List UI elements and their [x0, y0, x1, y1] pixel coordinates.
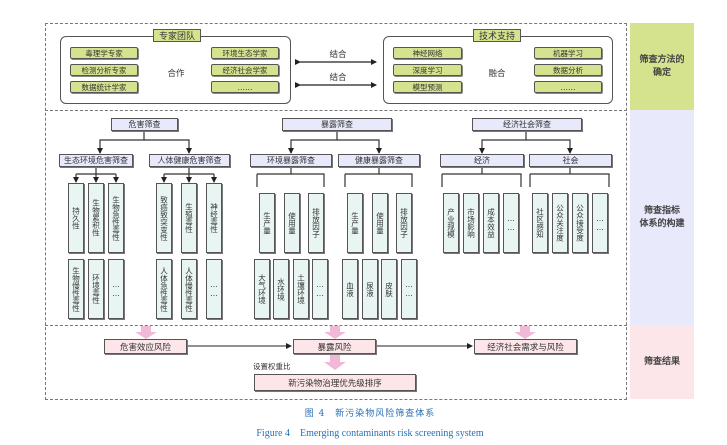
indicator-column: 排放因子 [308, 193, 324, 253]
indicator-column: 排放因子 [396, 193, 412, 253]
indicator-column: 血液 [342, 259, 358, 319]
indicator-column: 尿液 [362, 259, 378, 319]
exposure-screening-box: 暴露筛查 [282, 118, 392, 131]
indicator-column: …… [108, 259, 124, 319]
indicator-column: 生物累积性 [88, 183, 104, 253]
indicator-column: 生产量 [347, 193, 363, 253]
health-exposure-box: 健康暴露筛查 [338, 154, 420, 167]
indicator-column: …… [312, 259, 328, 319]
expert-team-title: 专家团队 [153, 29, 201, 42]
cooperate-label: 合作 [160, 67, 192, 79]
weight-label: 设置权重比 [253, 361, 291, 371]
combine-label: 结合 [329, 72, 347, 83]
indicator-column: 生产量 [259, 193, 275, 253]
indicator-column: 公众关注度 [552, 193, 568, 253]
env-exposure-box: 环境暴露筛查 [250, 154, 332, 167]
pink-arrow-hazard [135, 326, 157, 339]
society-box: 社会 [529, 154, 612, 167]
diagram-frame [45, 23, 627, 400]
tech-item: …… [534, 81, 602, 93]
pink-arrow-exposure [324, 326, 346, 339]
caption-en: Figure 4 Emerging contaminants risk scre… [256, 428, 484, 439]
exposure-risk-box: 暴露风险 [293, 339, 376, 354]
side-label-result: 筛查结果 [630, 325, 694, 399]
expert-item: 毒理学专家 [70, 47, 138, 59]
socio-risk-box: 经济社会需求与风险 [474, 339, 577, 354]
expert-item: 环境生态学家 [211, 47, 279, 59]
section-divider-2 [45, 325, 627, 326]
indicator-column: 神经毒性 [206, 183, 222, 253]
eco-hazard-box: 生态环境危害筛查 [59, 154, 133, 167]
indicator-column: …… [206, 259, 222, 319]
indicator-column: 市场影响 [463, 193, 479, 253]
hazard-screening-box: 危害筛查 [111, 118, 178, 131]
tech-support-title: 技术支持 [473, 29, 521, 42]
section-divider-1 [45, 110, 627, 111]
indicator-column: 环境毒性 [88, 259, 104, 319]
expert-item: …… [211, 81, 279, 93]
indicator-column: 生物急性毒性 [108, 183, 124, 253]
pink-arrow-priority [324, 354, 346, 370]
side-label-indicator: 筛查指标 体系的构建 [630, 110, 694, 325]
socio-screening-box: 经济社会筛查 [472, 118, 582, 131]
indicator-column: …… [503, 193, 519, 253]
side-label-method: 筛查方法的 确定 [630, 23, 694, 110]
tech-item: 数据分析 [534, 64, 602, 76]
indicator-column: 使用量 [372, 193, 388, 253]
tech-item: 深度学习 [393, 64, 462, 76]
indicator-column: 水环境 [273, 259, 289, 319]
indicator-column: 人体慢性毒性 [181, 259, 197, 319]
indicator-column: 生物慢性毒性 [68, 259, 84, 319]
pink-arrow-socio [514, 326, 536, 339]
expert-item: 检测分析专家 [70, 64, 138, 76]
indicator-column: 使用量 [284, 193, 300, 253]
expert-item: 数据统计学家 [70, 81, 138, 93]
fuse-label: 融合 [482, 67, 512, 79]
indicator-column: 人体急性毒性 [156, 259, 172, 319]
expert-item: 经济社会学家 [211, 64, 279, 76]
indicator-column: 大气环境 [254, 259, 270, 319]
indicator-column: 致癌致突变性 [156, 183, 172, 253]
combine-label: 结合 [329, 49, 347, 60]
priority-box: 新污染物治理优先级排序 [254, 374, 416, 391]
indicator-column: 土壤环境 [293, 259, 309, 319]
indicator-column: 生殖毒性 [181, 183, 197, 253]
tech-item: 模型预测 [393, 81, 462, 93]
economy-box: 经济 [440, 154, 524, 167]
indicator-column: …… [401, 259, 417, 319]
indicator-column: 公众接受度 [572, 193, 588, 253]
caption-cn: 图 4 新污染物风险筛查体系 [304, 409, 436, 419]
indicator-column: 产业规模 [443, 193, 459, 253]
indicator-column: 持久性 [68, 183, 84, 253]
indicator-column: 成本效益 [483, 193, 499, 253]
tech-item: 神经网络 [393, 47, 462, 59]
hazard-risk-box: 危害效应风险 [104, 339, 187, 354]
tech-item: 机器学习 [534, 47, 602, 59]
indicator-column: 皮肤 [381, 259, 397, 319]
indicator-column: 社区感知 [532, 193, 548, 253]
health-hazard-box: 人体健康危害筛查 [149, 154, 230, 167]
indicator-column: …… [592, 193, 608, 253]
